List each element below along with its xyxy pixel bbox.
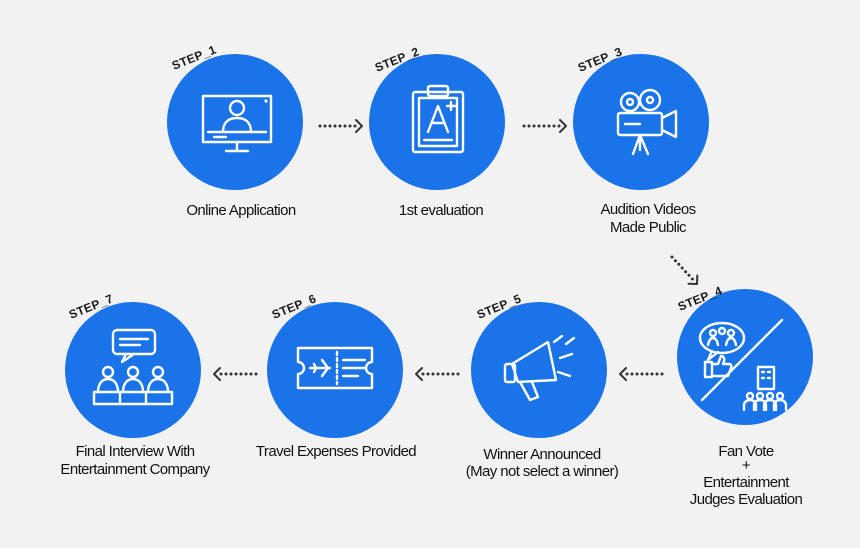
arrow-dot: [673, 259, 677, 263]
arrow-dot: [333, 124, 337, 128]
arrow-step-1-to-2: [318, 119, 363, 133]
arrow-dot: [680, 266, 684, 270]
arrow-head-icon: [213, 367, 221, 381]
step-1: STEP_1 Online Application: [167, 42, 303, 219]
arrow-dot: [328, 124, 332, 128]
arrow-dot: [532, 124, 536, 128]
arrow-dot: [244, 372, 248, 376]
arrow-dot: [451, 372, 455, 376]
step-5: STEP_5 Winner Announced (May not select …: [466, 291, 620, 480]
arrow-step-3-to-4: [670, 255, 699, 285]
arrow-dot: [239, 372, 243, 376]
megaphone-icon: [503, 334, 576, 402]
step-4-caption-line-1: Fan Vote: [718, 443, 774, 460]
flight-ticket-icon: [296, 346, 374, 390]
arrow-dot: [318, 124, 322, 128]
step-3-caption-line-2: Made Public: [610, 219, 687, 236]
arrow-head-icon: [687, 274, 699, 285]
step-5-caption-line-2: (May not select a winner): [466, 463, 619, 480]
arrow-dot: [441, 372, 445, 376]
step-1-circle: [167, 54, 303, 190]
arrow-step-2-to-3: [522, 119, 567, 133]
arrow-dot: [249, 372, 253, 376]
arrow-dot: [690, 277, 694, 281]
arrow-dot: [234, 372, 238, 376]
step-7-caption-line-2: Entertainment Company: [60, 461, 210, 478]
arrow-dot: [436, 372, 440, 376]
arrow-dot: [670, 255, 674, 259]
arrow-dot: [547, 124, 551, 128]
arrow-dot: [522, 124, 526, 128]
step-4-caption-line-2: +: [742, 457, 751, 474]
arrow-dot: [552, 124, 556, 128]
step-6-caption: Travel Expenses Provided: [256, 443, 416, 460]
arrow-dot: [655, 372, 659, 376]
step-5-caption-line-1: Winner Announced: [483, 446, 600, 463]
step-3: STEP_3 Audition Videos Made Public: [573, 44, 709, 236]
step-7: STEP_7 Final Interview With Entertainmen…: [60, 291, 211, 478]
arrow-step-4-to-5: [619, 367, 664, 381]
arrow-dot: [219, 372, 223, 376]
arrow-dot: [426, 372, 430, 376]
arrow-dot: [323, 124, 327, 128]
arrow-dot: [456, 372, 460, 376]
arrow-step-6-to-7: [213, 367, 258, 381]
vote-and-judges-icon: [698, 318, 788, 412]
flow-arrows: [213, 119, 699, 381]
arrow-head-icon: [355, 119, 363, 133]
arrow-dot: [635, 372, 639, 376]
step-6-circle: [267, 302, 403, 438]
arrow-dot: [677, 262, 681, 266]
step-7-caption-line-1: Final Interview With: [76, 443, 195, 460]
step-2: STEP_2 1st evaluation: [369, 44, 505, 219]
arrow-dot: [542, 124, 546, 128]
arrow-dot: [338, 124, 342, 128]
step-4-caption-line-4: Judges Evaluation: [690, 491, 803, 508]
arrow-dot: [650, 372, 654, 376]
arrow-dot: [224, 372, 228, 376]
arrow-dot: [343, 124, 347, 128]
arrow-dot: [527, 124, 531, 128]
arrow-dot: [421, 372, 425, 376]
arrow-dot: [640, 372, 644, 376]
step-3-caption-line-1: Audition Videos: [601, 201, 696, 218]
arrow-step-5-to-6: [415, 367, 460, 381]
arrow-dot: [446, 372, 450, 376]
arrow-dot: [557, 124, 561, 128]
arrow-head-icon: [415, 367, 423, 381]
arrow-dot: [684, 270, 688, 274]
arrow-dot: [431, 372, 435, 376]
arrow-dot: [348, 124, 352, 128]
arrow-head-icon: [619, 367, 627, 381]
step-5-circle: [471, 302, 607, 438]
step-7-circle: [65, 302, 201, 438]
step-1-caption: Online Application: [186, 202, 296, 219]
step-4-caption-line-3: Entertainment: [703, 474, 790, 491]
arrow-dot: [645, 372, 649, 376]
arrow-dot: [625, 372, 629, 376]
arrow-dot: [353, 124, 357, 128]
arrow-dot: [254, 372, 258, 376]
arrow-dot: [537, 124, 541, 128]
monitor-user-icon: [201, 94, 273, 153]
clipboard-grade-icon: [411, 84, 465, 154]
step-6: STEP_6 Travel Expenses Provided: [256, 291, 417, 460]
step-3-circle: [573, 54, 709, 190]
arrow-dot: [229, 372, 233, 376]
arrow-dot: [630, 372, 634, 376]
interview-panel-icon: [92, 328, 174, 406]
arrow-head-icon: [559, 119, 567, 133]
arrow-dot: [687, 273, 691, 277]
step-4: STEP_4 Fan Vote +: [676, 283, 813, 508]
video-camera-icon: [616, 88, 678, 156]
step-2-caption: 1st evaluation: [399, 202, 483, 219]
arrow-dot: [660, 372, 664, 376]
